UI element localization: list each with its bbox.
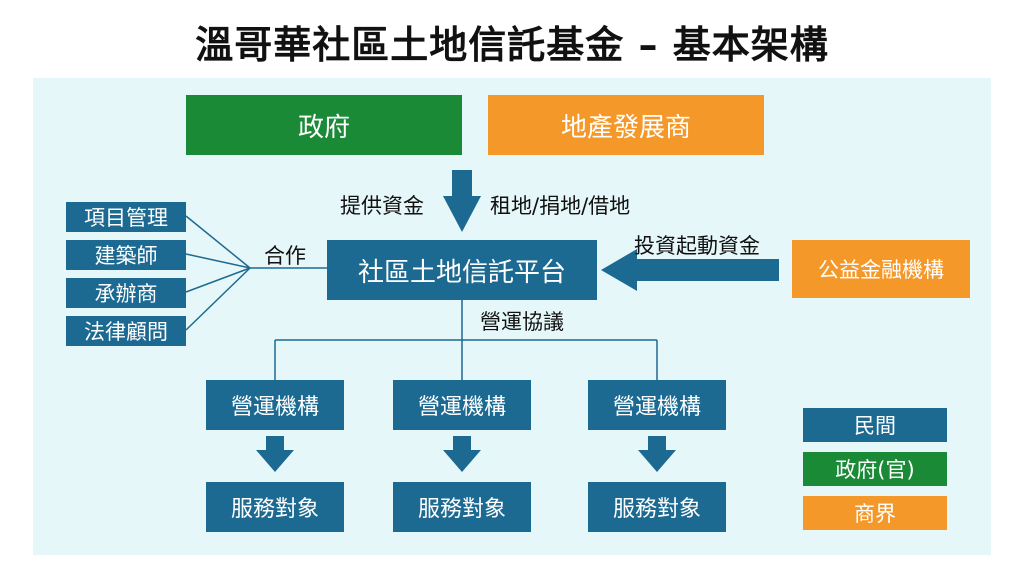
startup-funds-label: 投資起動資金 [634, 234, 760, 258]
left-arrow-icon [601, 249, 779, 291]
operator-box: 營運機構 [206, 380, 344, 430]
service-target-box: 服務對象 [206, 482, 344, 532]
service-target-box: 服務對象 [393, 482, 531, 532]
legend-gov: 政府(官) [803, 452, 947, 486]
legend-civil: 民間 [803, 408, 947, 442]
government-box: 政府 [186, 95, 462, 155]
service-target-box: 服務對象 [588, 482, 726, 532]
page-title: 溫哥華社區土地信託基金 – 基本架構 [195, 23, 829, 67]
cooperate-label: 合作 [264, 244, 306, 268]
provide-funds-label: 提供資金 [340, 194, 424, 218]
operator-tree-lines [274, 300, 658, 380]
partner-box: 承辦商 [66, 278, 186, 308]
partner-box: 項目管理 [66, 202, 186, 232]
legend-business: 商界 [803, 496, 947, 530]
partner-box: 法律顧問 [66, 316, 186, 346]
charity-finance-box: 公益金融機構 [792, 240, 970, 298]
platform-box: 社區土地信託平台 [327, 240, 597, 300]
partner-connector-lines [185, 215, 330, 331]
partner-box: 建築師 [66, 240, 186, 270]
down-arrow-icon [443, 170, 481, 232]
operation-agreement-label: 營運協議 [480, 310, 564, 334]
service-arrow-icons [256, 436, 676, 472]
operator-box: 營運機構 [588, 380, 726, 430]
developer-box: 地產發展商 [488, 95, 764, 155]
land-label: 租地/捐地/借地 [490, 194, 631, 218]
operator-box: 營運機構 [393, 380, 531, 430]
